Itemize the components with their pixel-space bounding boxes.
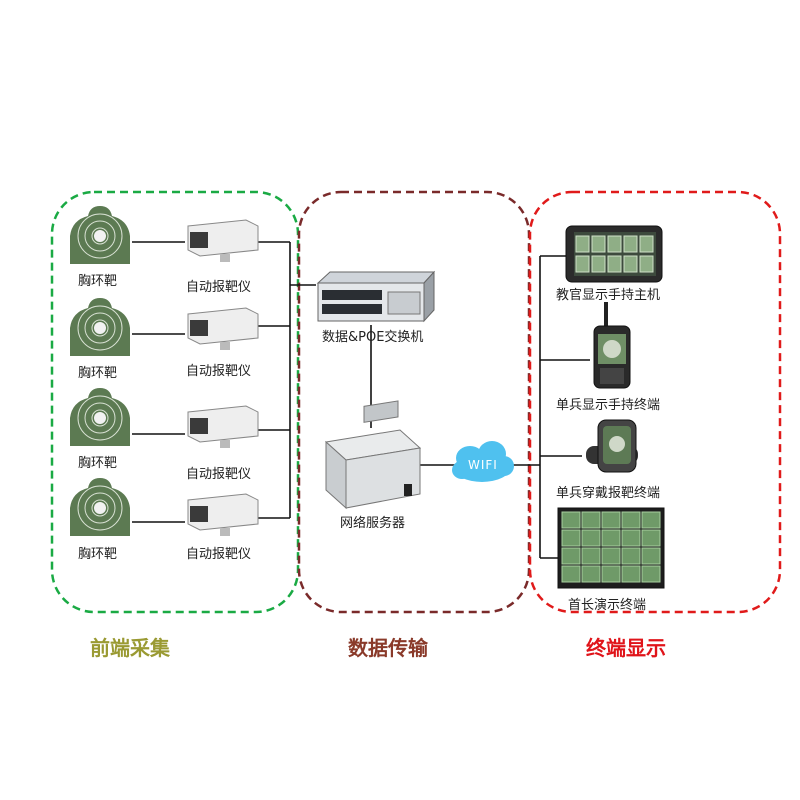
- tablet-icon: [565, 225, 663, 283]
- chest-ring-target-icon: [70, 298, 130, 356]
- transfer-section-title: 数据传输: [348, 636, 428, 660]
- target-label-2: 胸环靶: [78, 366, 118, 381]
- auto-reporter-camera-icon: [187, 219, 259, 262]
- reporter-label-3: 自动报靶仪: [186, 467, 252, 482]
- reporter-label-2: 自动报靶仪: [186, 364, 252, 379]
- terminal-label-2: 单兵显示手持终端: [556, 398, 661, 413]
- chest-ring-target-icon: [70, 388, 130, 446]
- auto-reporter-camera-icon: [187, 405, 259, 448]
- terminal-label-1: 教官显示手持主机: [556, 288, 661, 303]
- wifi-label: WIFI: [468, 458, 498, 472]
- display-wall-icon: [557, 507, 665, 589]
- terminal-section-title: 终端显示: [586, 636, 666, 660]
- smartwatch-icon: [586, 419, 638, 473]
- wifi-cloud-icon: [452, 441, 514, 482]
- poe-switch-icon: [316, 270, 436, 323]
- terminal-section-frame: [528, 190, 782, 614]
- terminal-label-3: 单兵穿戴报靶终端: [556, 486, 661, 501]
- reporter-label-4: 自动报靶仪: [186, 547, 252, 562]
- target-label-4: 胸环靶: [78, 547, 118, 562]
- network-server-icon: [324, 400, 422, 510]
- front-section-title: 前端采集: [90, 636, 170, 660]
- chest-ring-target-icon: [70, 206, 130, 264]
- transfer-section-frame: [297, 190, 531, 614]
- server-label: 网络服务器: [340, 516, 406, 531]
- auto-reporter-camera-icon: [187, 493, 259, 536]
- terminal-label-4: 首长演示终端: [568, 598, 647, 613]
- target-label-3: 胸环靶: [78, 456, 118, 471]
- switch-label: 数据&POE交换机: [322, 330, 424, 345]
- reporter-label-1: 自动报靶仪: [186, 280, 252, 295]
- handheld-icon: [593, 302, 631, 389]
- target-label-1: 胸环靶: [78, 274, 118, 289]
- chest-ring-target-icon: [70, 478, 130, 536]
- auto-reporter-camera-icon: [187, 307, 259, 350]
